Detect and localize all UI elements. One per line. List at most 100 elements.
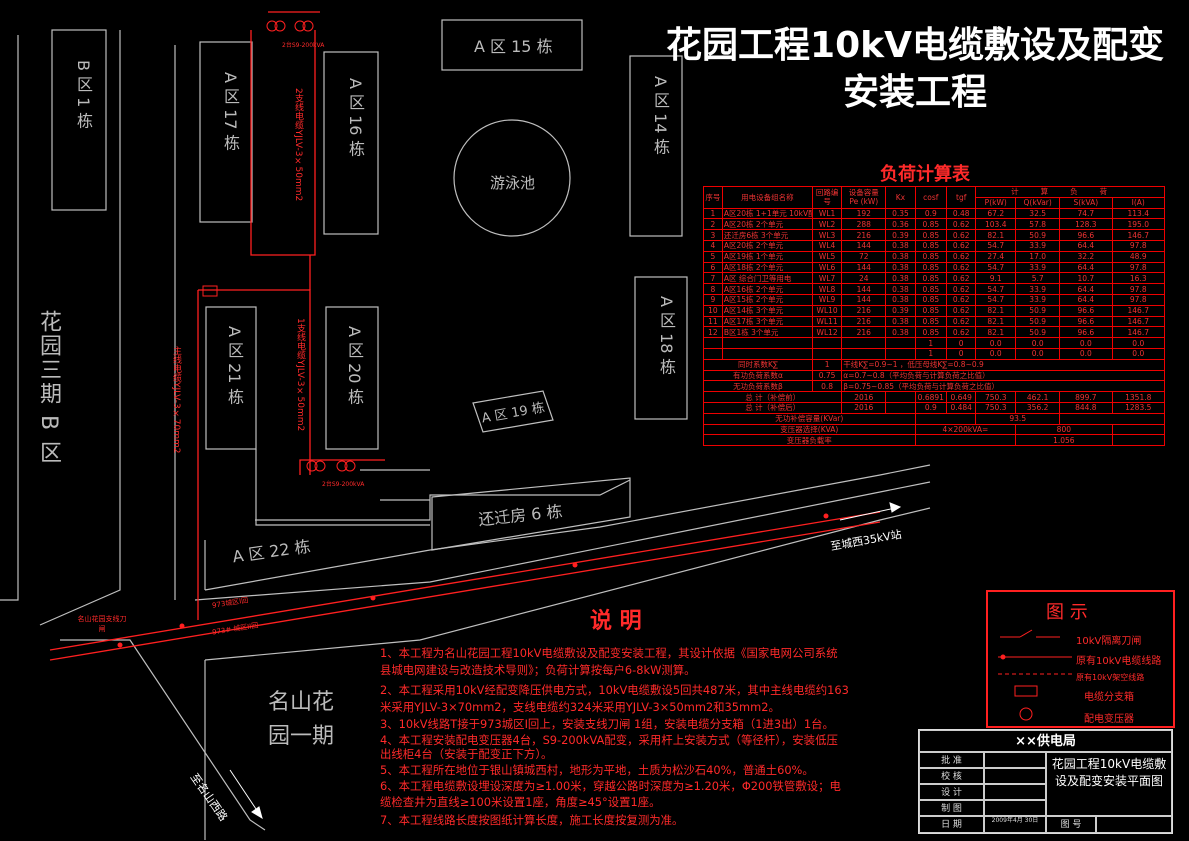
total-tg: 0.484: [946, 401, 977, 414]
table-cell: 146.7: [1111, 315, 1166, 328]
total-cos: 0.9: [914, 401, 948, 414]
total-p: 750.3: [975, 391, 1017, 403]
total-cos: 0.6891: [914, 391, 948, 403]
table-cell: 0.62: [946, 239, 977, 252]
legend-item: 10kV隔离刀闸: [1076, 636, 1142, 647]
note-item: 4、本工程安装配电变压器4台，S9-200kVA配变，采用杆上安装方式（等径杆）…: [380, 733, 838, 747]
summary-value: 1: [811, 358, 843, 371]
table-cell: 33.9: [1015, 239, 1061, 252]
table-cell: 11: [703, 315, 723, 328]
district-label-bottom-1: 名山花: [268, 690, 335, 715]
table-cell: 57.8: [1015, 218, 1061, 231]
table-cell: 113.4: [1111, 207, 1166, 220]
total-i: 1351.8: [1111, 391, 1166, 403]
table-cell: WL11: [811, 315, 843, 328]
table-cell: 12: [703, 326, 723, 339]
legend-item: 原有10kV电缆线路: [1076, 656, 1162, 667]
table-cell: 0.38: [885, 283, 916, 295]
table-cell: 0.85: [914, 283, 948, 295]
table-cell: 0.62: [946, 261, 977, 274]
table-cell: 96.6: [1059, 326, 1113, 339]
header-cell: I(A): [1111, 196, 1166, 209]
table-cell: 1: [914, 347, 948, 360]
table-cell: WL10: [811, 304, 843, 317]
load-table-title: 负荷计算表: [880, 164, 970, 185]
table-cell: A区 综合门卫等用电: [721, 272, 813, 285]
transformer-row: 变压器选择(KVA) 4×200kVA= 800: [703, 423, 1166, 436]
cable-label-branch1: 1支线电缆YJLV-3×50mm2: [295, 318, 305, 432]
table-cell: 0.38: [885, 261, 916, 274]
total-pe: 2016: [841, 401, 887, 414]
table-cell: 0.62: [946, 250, 977, 263]
table-cell: 24: [841, 272, 887, 285]
header-cell: cosf: [914, 186, 948, 209]
table-cell: 64.4: [1059, 293, 1113, 306]
total-label: 总 计（补偿后）: [702, 401, 843, 414]
building-label-a14: A 区 14 栋: [651, 76, 670, 155]
load-calculation-table: 序号 用电设备组名称 回路编号 设备容量 Pe (kW) Kx cosf tgf…: [702, 186, 1166, 447]
total-s: 899.7: [1059, 391, 1113, 403]
table-cell: 96.6: [1059, 304, 1113, 317]
table-cell: 还迁房6栋 3个单元: [721, 229, 813, 241]
table-cell: 0.85: [914, 315, 948, 328]
title-block-role: 日 期: [919, 816, 984, 833]
legend-item: 原有10kV架空线路: [1076, 673, 1145, 682]
table-cell: 0.62: [946, 218, 977, 231]
total-label: 总 计（补偿前）: [702, 391, 843, 403]
table-cell: 0.85: [914, 239, 948, 252]
title-block-role: 设 计: [919, 784, 984, 800]
table-cell: 0.85: [914, 218, 948, 231]
title-block-role: 制 图: [919, 800, 984, 816]
direction-arrows: [229, 502, 902, 820]
table-cell: 9.1: [975, 272, 1017, 285]
title-block-org: ××供电局: [919, 730, 1172, 752]
summary-note: α=0.7~0.8（平均负荷与计算负荷之比值）: [841, 369, 1165, 382]
summary-label: 同时系数K∑: [703, 358, 813, 371]
table-cell: 0.38: [885, 272, 916, 285]
table-cell: [811, 347, 843, 360]
table-cell: 0.85: [914, 272, 948, 285]
legend-item: 配电变压器: [1084, 714, 1134, 725]
table-cell: A区19栋 1个单元: [721, 250, 813, 263]
table-cell: 0.0: [1059, 347, 1113, 360]
table-cell: B区1栋 3个单元: [721, 326, 813, 339]
table-cell: 5: [703, 250, 723, 263]
table-cell: WL8: [811, 283, 843, 295]
table-cell: 97.8: [1111, 261, 1166, 274]
compensation-value: 93.5: [975, 412, 1061, 425]
table-cell: 0: [946, 337, 977, 349]
cable-label-switch: 名山花园支线刀闸: [77, 615, 127, 633]
table-cell: 0.38: [885, 326, 916, 339]
cable-nodes: [117, 285, 829, 648]
swimming-pool: [453, 119, 571, 237]
table-cell: 33.9: [1015, 283, 1061, 295]
table-header-row: 序号 用电设备组名称 回路编号 设备容量 Pe (kW) Kx cosf tgf…: [703, 186, 1165, 209]
table-cell: 0.85: [914, 326, 948, 339]
note-item: 5、本工程所在地位于银山镇城西村，地形为平地，土质为松沙石40%，普通土60%。: [380, 763, 814, 777]
table-cell: WL4: [811, 239, 843, 252]
cable-routes: [49, 11, 881, 661]
table-cell: 10.7: [1059, 272, 1113, 285]
table-cell: 0.0: [1059, 337, 1113, 349]
table-cell: 0: [946, 347, 977, 360]
table-cell: 72: [841, 250, 887, 263]
cable-label-transformer-bottom: 2台S9-200kVA: [322, 481, 365, 488]
table-cell: [885, 347, 916, 360]
header-cell: S(kVA): [1059, 196, 1113, 209]
table-cell: [721, 347, 813, 360]
table-cell: 0.62: [946, 283, 977, 295]
summary-value: 0.75: [811, 369, 843, 382]
summary-row: 有功负荷系数α 0.75 α=0.7~0.8（平均负荷与计算负荷之比值）: [703, 369, 1165, 382]
summary-value: 0.8: [811, 380, 843, 393]
table-cell: 146.7: [1111, 326, 1166, 339]
table-cell: 0.62: [946, 229, 977, 241]
